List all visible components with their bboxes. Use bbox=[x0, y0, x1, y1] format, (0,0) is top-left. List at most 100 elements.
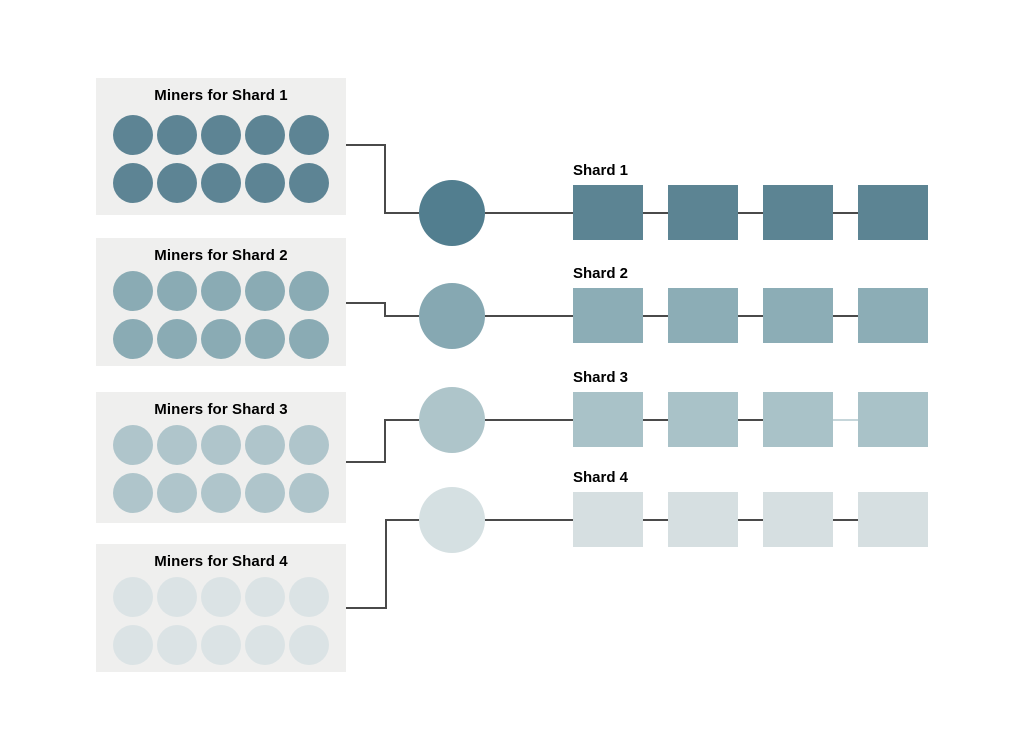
block-link bbox=[643, 211, 668, 214]
connector-segment bbox=[384, 315, 419, 317]
chain-label: Shard 1 bbox=[573, 162, 629, 179]
connector-segment bbox=[384, 212, 419, 214]
block bbox=[858, 492, 928, 547]
miners-box-shard-2: Miners for Shard 2 bbox=[96, 238, 346, 366]
connector-segment bbox=[384, 302, 386, 317]
miner-node bbox=[201, 425, 241, 465]
block-chain bbox=[573, 392, 928, 447]
miner-node bbox=[289, 163, 329, 203]
miner-node bbox=[113, 271, 153, 311]
miner-node bbox=[157, 577, 197, 617]
block bbox=[668, 492, 738, 547]
connector-segment bbox=[346, 607, 385, 609]
block bbox=[668, 392, 738, 447]
block bbox=[763, 288, 833, 343]
miner-node bbox=[201, 163, 241, 203]
miner-node bbox=[289, 473, 329, 513]
miner-node bbox=[113, 319, 153, 359]
hub-chain-link bbox=[485, 519, 573, 521]
miner-node bbox=[157, 115, 197, 155]
block bbox=[858, 392, 928, 447]
miner-node bbox=[113, 473, 153, 513]
chain-label: Shard 4 bbox=[573, 469, 629, 486]
miner-node bbox=[289, 577, 329, 617]
block-link bbox=[643, 314, 668, 317]
block bbox=[763, 185, 833, 240]
miner-node bbox=[157, 625, 197, 665]
miner-node bbox=[157, 271, 197, 311]
miner-node bbox=[289, 271, 329, 311]
shard-hub-node bbox=[419, 487, 485, 553]
miner-node bbox=[245, 115, 285, 155]
shard-hub-node bbox=[419, 180, 485, 246]
miner-node bbox=[289, 625, 329, 665]
block-link bbox=[833, 418, 858, 421]
block bbox=[573, 288, 643, 343]
connector-segment bbox=[346, 302, 384, 304]
miners-box-shard-4: Miners for Shard 4 bbox=[96, 544, 346, 672]
block-link bbox=[738, 418, 763, 421]
block bbox=[763, 392, 833, 447]
block-link bbox=[738, 314, 763, 317]
miner-node bbox=[157, 163, 197, 203]
miner-node bbox=[201, 577, 241, 617]
miner-node bbox=[113, 625, 153, 665]
block-chain bbox=[573, 288, 928, 343]
block-link bbox=[833, 518, 858, 521]
miners-grid bbox=[113, 425, 329, 513]
miner-node bbox=[157, 319, 197, 359]
hub-chain-link bbox=[485, 315, 573, 317]
miner-node bbox=[157, 473, 197, 513]
chain-label: Shard 2 bbox=[573, 265, 629, 282]
shard-hub-node bbox=[419, 283, 485, 349]
block-link bbox=[738, 211, 763, 214]
miner-node bbox=[201, 473, 241, 513]
block-link bbox=[738, 518, 763, 521]
miner-node bbox=[113, 425, 153, 465]
hub-chain-link bbox=[485, 212, 573, 214]
miner-node bbox=[289, 115, 329, 155]
miner-node bbox=[289, 319, 329, 359]
shard-hub-node bbox=[419, 387, 485, 453]
block bbox=[573, 392, 643, 447]
miners-grid bbox=[113, 577, 329, 665]
block bbox=[573, 185, 643, 240]
miners-grid bbox=[113, 271, 329, 359]
miner-node bbox=[113, 577, 153, 617]
block-link bbox=[833, 211, 858, 214]
miner-node bbox=[245, 625, 285, 665]
block bbox=[763, 492, 833, 547]
miner-node bbox=[201, 115, 241, 155]
block bbox=[668, 288, 738, 343]
miners-box-shard-3: Miners for Shard 3 bbox=[96, 392, 346, 523]
connector-segment bbox=[384, 144, 386, 214]
block bbox=[858, 288, 928, 343]
miner-node bbox=[157, 425, 197, 465]
hub-chain-link bbox=[485, 419, 573, 421]
miner-node bbox=[245, 163, 285, 203]
miner-node bbox=[245, 473, 285, 513]
block-link bbox=[643, 418, 668, 421]
miner-node bbox=[201, 625, 241, 665]
connector-segment bbox=[346, 461, 384, 463]
connector-segment bbox=[384, 419, 386, 463]
block-chain bbox=[573, 492, 928, 547]
connector-segment bbox=[346, 144, 384, 146]
block-link bbox=[643, 518, 668, 521]
miner-node bbox=[201, 319, 241, 359]
block bbox=[668, 185, 738, 240]
miners-box-title: Miners for Shard 3 bbox=[154, 401, 288, 418]
connector-segment bbox=[385, 519, 419, 521]
miners-box-shard-1: Miners for Shard 1 bbox=[96, 78, 346, 215]
block-link bbox=[833, 314, 858, 317]
miners-box-title: Miners for Shard 4 bbox=[154, 553, 288, 570]
connector-segment bbox=[385, 519, 387, 609]
miner-node bbox=[113, 163, 153, 203]
connector-segment bbox=[384, 419, 419, 421]
block bbox=[858, 185, 928, 240]
miners-box-title: Miners for Shard 2 bbox=[154, 247, 288, 264]
miners-grid bbox=[113, 115, 329, 203]
miner-node bbox=[245, 271, 285, 311]
miner-node bbox=[113, 115, 153, 155]
